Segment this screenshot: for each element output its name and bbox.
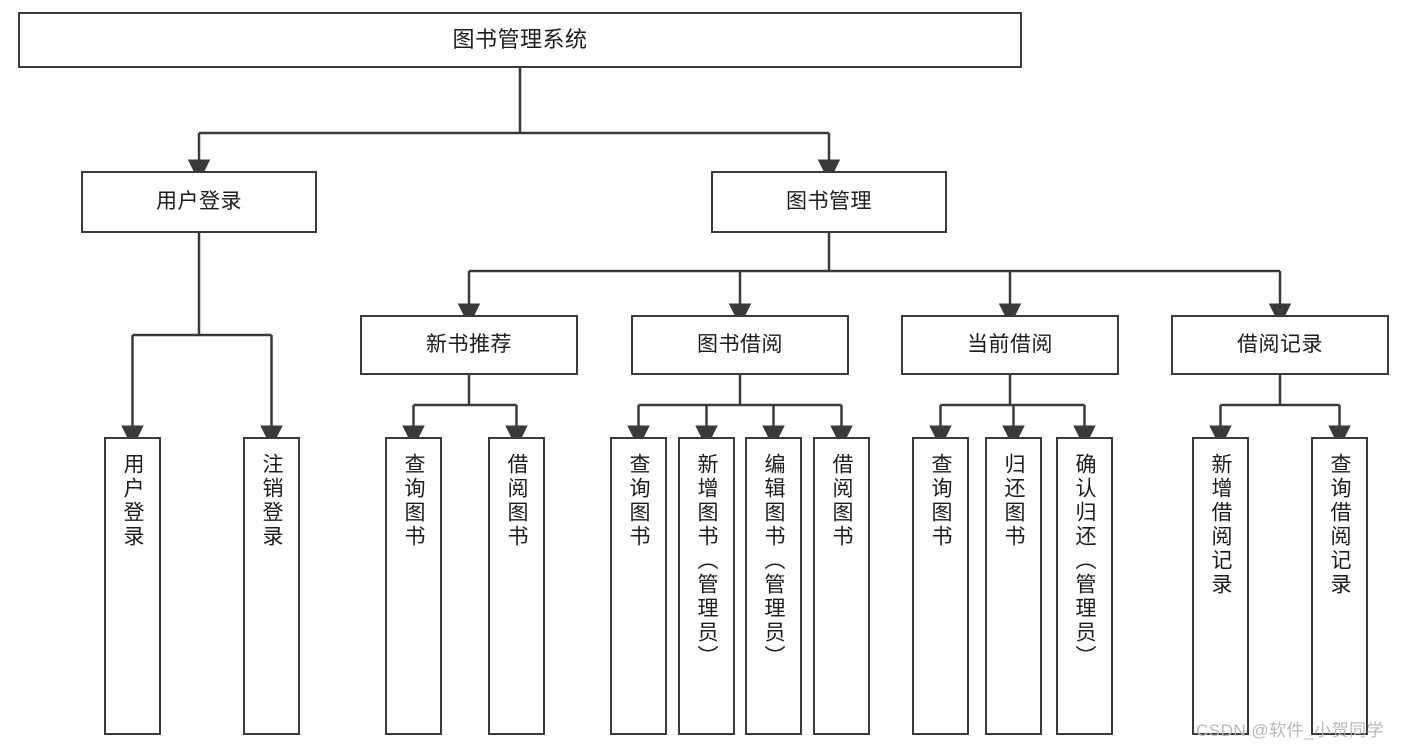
node-leaf-borrow-book-rec[interactable]: 借阅图书 [488,437,545,735]
node-label: 查询图书 [402,453,425,549]
node-label: 图书管理系统 [452,26,588,52]
node-label: 编辑图书（管理员） [762,453,785,669]
node-label: 当前借阅 [967,333,1053,357]
node-leaf-user-login[interactable]: 用户登录 [104,437,161,735]
node-label: 用户登录 [156,190,242,214]
node-leaf-query-book[interactable]: 查询图书 [610,437,667,735]
node-user-login[interactable]: 用户登录 [81,171,317,233]
node-leaf-query-book-cur[interactable]: 查询图书 [912,437,969,735]
node-leaf-confirm-return[interactable]: 确认归还（管理员） [1056,437,1113,735]
node-label: 新书推荐 [426,333,512,357]
node-leaf-logout[interactable]: 注销登录 [243,437,300,735]
node-label: 新增图书（管理员） [695,453,718,669]
node-label: 查询图书 [627,453,650,549]
node-label: 归还图书 [1002,453,1025,549]
node-label: 注销登录 [260,453,283,549]
node-label: 用户登录 [121,453,144,549]
node-label: 查询借阅记录 [1328,453,1351,597]
node-book-manage[interactable]: 图书管理 [711,171,947,233]
node-leaf-add-book[interactable]: 新增图书（管理员） [678,437,735,735]
node-label: 查询图书 [929,453,952,549]
node-leaf-borrow-book[interactable]: 借阅图书 [813,437,870,735]
watermark-text: CSDN @软件_小贺同学 [1196,721,1385,740]
node-root[interactable]: 图书管理系统 [18,12,1022,68]
node-label: 图书借阅 [697,333,783,357]
node-label: 图书管理 [786,190,872,214]
node-new-book-recommend[interactable]: 新书推荐 [360,315,578,375]
node-leaf-query-book-rec[interactable]: 查询图书 [385,437,442,735]
node-current-borrow[interactable]: 当前借阅 [901,315,1119,375]
node-leaf-query-record[interactable]: 查询借阅记录 [1311,437,1368,735]
node-leaf-return-book[interactable]: 归还图书 [985,437,1042,735]
node-borrow-record[interactable]: 借阅记录 [1171,315,1389,375]
node-leaf-add-record[interactable]: 新增借阅记录 [1192,437,1249,735]
node-label: 借阅图书 [505,453,528,549]
node-book-borrow[interactable]: 图书借阅 [631,315,849,375]
node-label: 新增借阅记录 [1209,453,1232,597]
node-leaf-edit-book[interactable]: 编辑图书（管理员） [745,437,802,735]
node-label: 借阅图书 [830,453,853,549]
node-label: 借阅记录 [1237,333,1323,357]
node-label: 确认归还（管理员） [1073,453,1096,669]
